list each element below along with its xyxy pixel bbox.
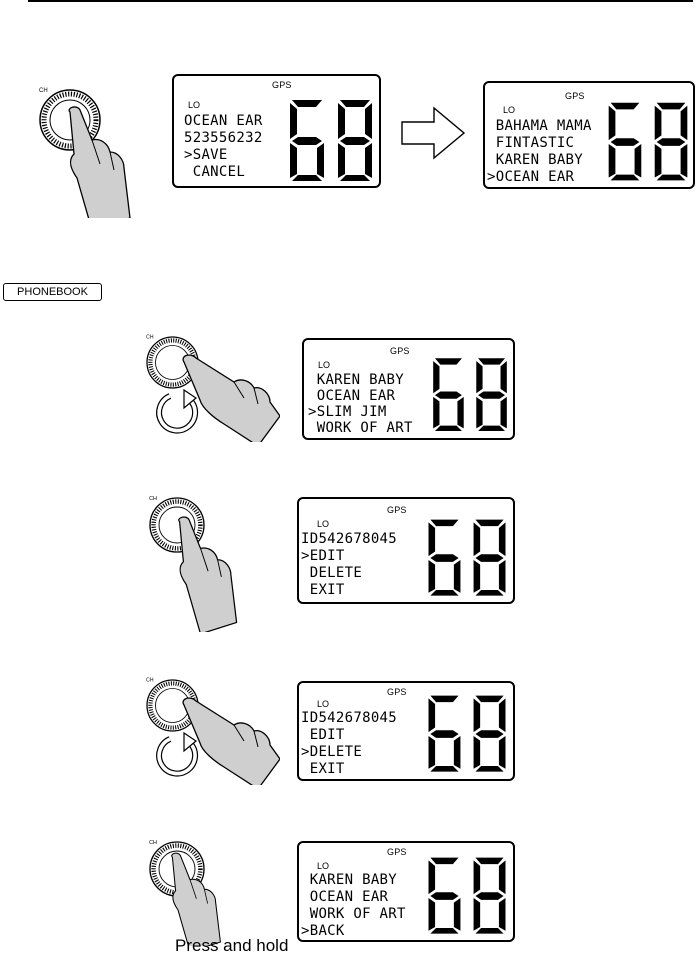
- knob-press-icon: [140, 836, 221, 946]
- lcd-line: >BACK: [301, 923, 345, 939]
- lo-indicator: LO: [318, 360, 331, 370]
- right-arrow-icon: [401, 106, 466, 160]
- lcd-line: WORK OF ART: [308, 420, 413, 436]
- channel-digits: [428, 857, 506, 934]
- lcd-line: OCEAN EAR: [301, 889, 389, 905]
- gps-indicator: GPS: [565, 91, 585, 101]
- lcd-line: BAHAMA MAMA: [487, 118, 592, 134]
- lo-indicator: LO: [317, 861, 330, 871]
- lcd-screen-5: GPS LO ID542678045 EDIT >DELETE EXIT: [297, 681, 515, 781]
- lcd-line: EDIT: [301, 727, 345, 743]
- lcd-line: 523556232: [184, 130, 263, 146]
- lo-indicator: LO: [503, 105, 516, 115]
- lcd-screen-6: GPS LO KAREN BABY OCEAN EAR WORK OF ART …: [297, 841, 515, 942]
- knob-rotate-icon: [140, 330, 280, 442]
- top-rule: [28, 0, 693, 2]
- lcd-screen-3: GPS LO KAREN BABY OCEAN EAR >SLIM JIM WO…: [302, 338, 515, 440]
- channel-digits: [428, 519, 506, 596]
- lcd-line: KAREN BABY: [487, 152, 584, 168]
- lcd-line: FINTASTIC: [487, 135, 575, 151]
- lcd-screen-1: GPS LO OCEAN EAR 523556232 >SAVE CANCEL: [172, 74, 381, 188]
- gps-indicator: GPS: [390, 346, 410, 356]
- lcd-line: DELETE: [301, 565, 363, 581]
- gps-indicator: GPS: [387, 505, 407, 515]
- knob-press-icon: [140, 492, 238, 632]
- lcd-line: EXIT: [301, 582, 345, 598]
- lo-indicator: LO: [317, 519, 330, 529]
- lcd-line: OCEAN EAR: [184, 113, 263, 129]
- lcd-line: KAREN BABY: [301, 872, 398, 888]
- channel-digits: [290, 100, 372, 181]
- gps-indicator: GPS: [387, 847, 407, 857]
- lo-indicator: LO: [317, 699, 330, 709]
- gps-indicator: GPS: [387, 687, 407, 697]
- lcd-screen-4: GPS LO ID542678045 >EDIT DELETE EXIT: [297, 497, 515, 604]
- press-and-hold-caption: Press and hold: [175, 936, 289, 955]
- lcd-screen-2: GPS LO BAHAMA MAMA FINTASTIC KAREN BABY …: [483, 81, 695, 189]
- lcd-line: >DELETE: [301, 744, 363, 760]
- lcd-line: >EDIT: [301, 548, 345, 564]
- lcd-line: >SLIM JIM: [308, 404, 387, 420]
- gps-indicator: GPS: [272, 80, 292, 90]
- lcd-line: WORK OF ART: [301, 906, 406, 922]
- phonebook-key: PHONEBOOK: [3, 283, 102, 301]
- lcd-line: EXIT: [301, 761, 345, 777]
- knob-press-icon: [20, 68, 131, 218]
- channel-digits: [428, 695, 506, 772]
- channel-digits: [608, 102, 688, 181]
- lcd-line: >OCEAN EAR: [487, 169, 575, 185]
- lcd-line: KAREN BABY: [308, 372, 405, 388]
- lcd-line: CANCEL: [184, 164, 246, 180]
- lcd-line: >SAVE: [184, 147, 228, 163]
- lcd-line: ID542678045: [301, 710, 398, 726]
- lo-indicator: LO: [188, 100, 201, 110]
- lcd-line: OCEAN EAR: [308, 388, 396, 404]
- channel-digits: [433, 358, 507, 432]
- lcd-line: ID542678045: [301, 531, 398, 547]
- knob-rotate-icon: [140, 673, 280, 785]
